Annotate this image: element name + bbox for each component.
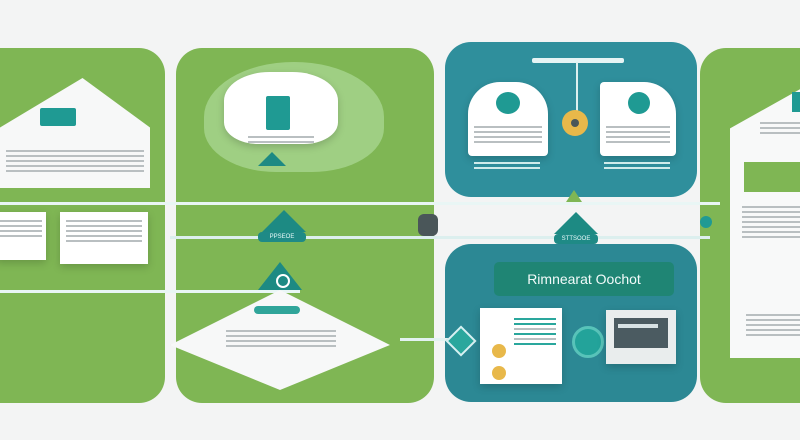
platform-text bbox=[226, 330, 336, 350]
connector-line-top bbox=[0, 202, 720, 205]
coin-icon bbox=[492, 344, 506, 358]
connector-line-bottom bbox=[400, 338, 460, 341]
server-icon bbox=[266, 96, 290, 130]
user-icon bbox=[496, 92, 520, 114]
hub-node-right-top bbox=[566, 190, 582, 202]
center-card-text bbox=[248, 136, 314, 146]
user-icon bbox=[628, 92, 650, 114]
right-card-text-bottom bbox=[746, 314, 800, 339]
top-bar bbox=[532, 58, 624, 63]
connector-knob[interactable] bbox=[418, 214, 438, 236]
top-panel-caption-right bbox=[604, 162, 670, 172]
top-stem bbox=[576, 62, 578, 112]
connector-line-lower bbox=[0, 290, 300, 293]
coin-icon-center bbox=[571, 119, 579, 127]
top-left-card-text bbox=[474, 126, 542, 146]
coin-icon bbox=[492, 366, 506, 380]
right-card-text-middle bbox=[742, 206, 800, 241]
left-card-text bbox=[6, 150, 144, 175]
pill-label-left: PPSEOE bbox=[258, 232, 306, 242]
gear-icon bbox=[572, 326, 604, 358]
server-icon bbox=[792, 92, 800, 112]
page-title: Rimnearat Oochot bbox=[494, 262, 674, 296]
top-right-card-text bbox=[606, 126, 670, 146]
gear-icon bbox=[276, 274, 290, 288]
hub-node-top bbox=[258, 152, 286, 166]
small-node bbox=[700, 216, 712, 228]
right-house-card bbox=[730, 78, 800, 358]
left-wide-card-text bbox=[66, 220, 142, 245]
monitor-screen bbox=[614, 318, 668, 348]
right-highlight bbox=[744, 162, 800, 192]
pill-label-right: STTSOOE bbox=[554, 234, 598, 244]
server-icon bbox=[40, 108, 76, 126]
top-panel-caption-left bbox=[474, 162, 540, 172]
monitor-screen-line bbox=[618, 324, 658, 328]
right-card-text-top bbox=[760, 122, 800, 137]
left-small-card-text bbox=[0, 220, 42, 240]
platform-pill bbox=[254, 306, 300, 314]
hub-node-mid bbox=[262, 210, 306, 232]
connector-line-mid bbox=[170, 236, 710, 239]
bottom-card-text bbox=[514, 318, 556, 348]
hub-node-right bbox=[554, 212, 598, 234]
